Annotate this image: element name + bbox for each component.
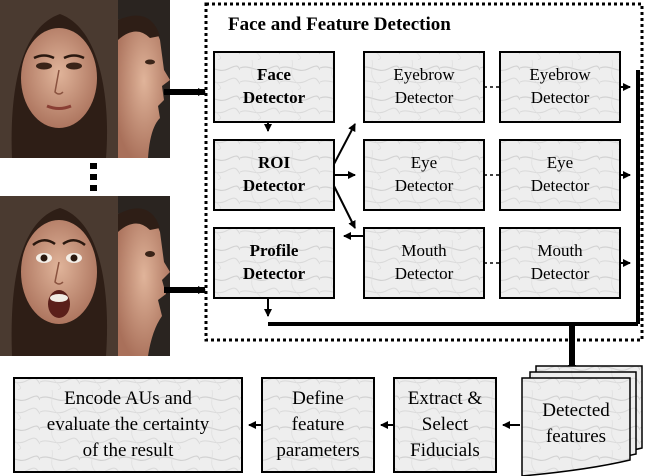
encode-line3: of the result [83, 440, 174, 461]
profile-detector-box: Profile Detector [213, 227, 335, 299]
mouth-detector-1-line2: Detector [395, 264, 454, 283]
face-detector-line1: Face [257, 65, 291, 84]
detected-features-line2: features [546, 426, 606, 447]
detected-features-doc: Detected features [521, 365, 643, 476]
face-photo-surprise-profile [118, 196, 170, 356]
eye-detector-2-line2: Detector [531, 176, 590, 195]
mouth-detector-box-2: Mouth Detector [499, 227, 621, 299]
encode-aus-box: Encode AUs and evaluate the certainty of… [13, 377, 243, 473]
face-detector-box: Face Detector [213, 51, 335, 123]
define-parameters-box: Define feature parameters [261, 377, 375, 473]
eyebrow-detector-1-line2: Detector [395, 88, 454, 107]
define-line1: Define [292, 388, 344, 409]
eyebrow-detector-2-line1: Eyebrow [529, 65, 591, 84]
arrow-roi-to-mouth [333, 185, 356, 229]
eye-detector-2-line1: Eye [547, 153, 573, 172]
encode-line2: evaluate the certainty [47, 414, 210, 435]
extract-line1: Extract & [408, 388, 483, 409]
define-line3: parameters [276, 440, 359, 461]
eyebrow-detector-1-line1: Eyebrow [393, 65, 455, 84]
eye-detector-box-1: Eye Detector [363, 139, 485, 211]
ellipsis-dots [90, 163, 97, 191]
face-photo-surprise-frontal [0, 196, 118, 356]
mouth-detector-box-1: Mouth Detector [363, 227, 485, 299]
eye-detector-1-line1: Eye [411, 153, 437, 172]
extract-line3: Fiducials [410, 440, 480, 461]
detection-frame [204, 2, 644, 342]
define-line2: feature [292, 414, 345, 435]
eye-detector-box-2: Eye Detector [499, 139, 621, 211]
detected-features-line1: Detected [542, 400, 610, 421]
mouth-detector-2-line2: Detector [531, 264, 590, 283]
profile-detector-line1: Profile [250, 241, 299, 260]
eyebrow-detector-box-1: Eyebrow Detector [363, 51, 485, 123]
connectors [164, 70, 640, 373]
frame-title: Face and Feature Detection [228, 14, 451, 35]
mouth-detector-1-line1: Mouth [401, 241, 447, 260]
eye-detector-1-line2: Detector [395, 176, 454, 195]
encode-line1: Encode AUs and [64, 388, 192, 409]
profile-detector-line2: Detector [243, 264, 306, 283]
face-detector-line2: Detector [243, 88, 306, 107]
eyebrow-detector-box-2: Eyebrow Detector [499, 51, 621, 123]
mouth-detector-2-line1: Mouth [537, 241, 583, 260]
roi-detector-box: ROI Detector [213, 139, 335, 211]
extract-fiducials-box: Extract & Select Fiducials [393, 377, 497, 473]
face-photo-neutral-profile [118, 0, 170, 158]
roi-detector-line1: ROI [258, 153, 291, 172]
extract-line2: Select [422, 414, 469, 435]
arrow-roi-to-eyebrow [333, 123, 356, 165]
face-photo-neutral-frontal [0, 0, 118, 158]
eyebrow-detector-2-line2: Detector [531, 88, 590, 107]
roi-detector-line2: Detector [243, 176, 306, 195]
